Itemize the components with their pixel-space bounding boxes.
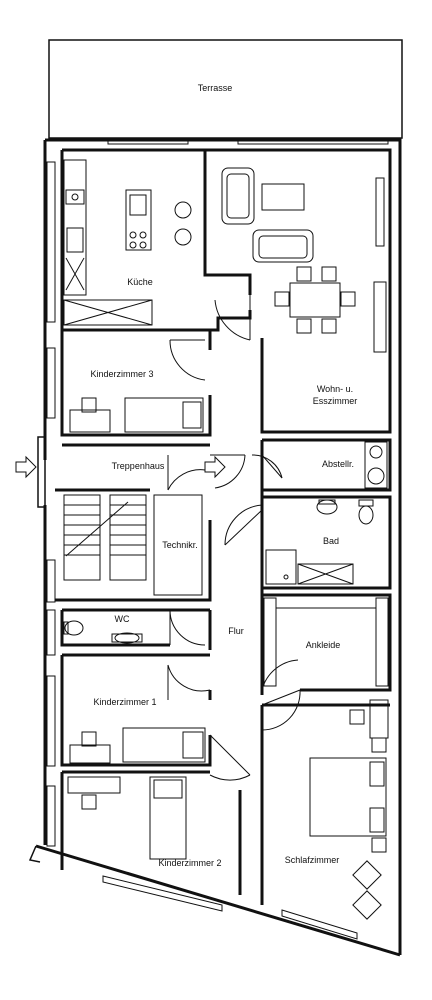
label-hall: Flur bbox=[228, 626, 244, 636]
entrance-step bbox=[37, 436, 46, 508]
storage-fixtures bbox=[364, 441, 388, 489]
bath-fixtures bbox=[265, 499, 374, 585]
dressing-fixtures bbox=[263, 597, 389, 687]
room-labels: Terrasse Küche Wohn- u. Esszimmer Kinder… bbox=[90, 83, 357, 868]
right-windows bbox=[373, 177, 387, 353]
left-windows bbox=[46, 161, 56, 847]
entrance-arrow-icon bbox=[15, 455, 37, 479]
stairwell-arrow-icon bbox=[204, 455, 226, 479]
label-living2: Esszimmer bbox=[313, 396, 358, 406]
label-technical: Technikr. bbox=[162, 540, 198, 550]
outer-walls bbox=[35, 138, 402, 957]
label-storage: Abstellr. bbox=[322, 459, 354, 469]
bedroom-furniture bbox=[309, 699, 389, 920]
interior-walls bbox=[55, 148, 392, 905]
terrace-outline bbox=[48, 39, 403, 139]
kids2-furniture bbox=[67, 776, 187, 860]
label-terrace: Terrasse bbox=[198, 83, 233, 93]
label-living: Wohn- u. bbox=[317, 384, 353, 394]
label-stairwell: Treppenhaus bbox=[112, 461, 165, 471]
label-wc: WC bbox=[115, 614, 130, 624]
entrance-corner bbox=[28, 845, 41, 863]
kids1-furniture bbox=[69, 727, 206, 764]
stairs bbox=[63, 494, 203, 596]
label-kids3: Kinderzimmer 3 bbox=[90, 369, 153, 379]
entrance-arrows bbox=[15, 455, 226, 479]
label-bedroom: Schlafzimmer bbox=[285, 855, 340, 865]
bottom-windows bbox=[102, 875, 358, 940]
kitchen-fixtures bbox=[63, 159, 192, 326]
label-kitchen: Küche bbox=[127, 277, 153, 287]
label-kids1: Kinderzimmer 1 bbox=[93, 697, 156, 707]
kids3-furniture bbox=[69, 397, 204, 433]
wc-fixtures bbox=[63, 620, 143, 644]
label-kids2: Kinderzimmer 2 bbox=[158, 858, 221, 868]
living-furniture bbox=[221, 167, 356, 334]
label-bath: Bad bbox=[323, 536, 339, 546]
top-windows bbox=[107, 137, 389, 145]
label-dressing: Ankleide bbox=[306, 640, 341, 650]
doors bbox=[167, 295, 301, 781]
